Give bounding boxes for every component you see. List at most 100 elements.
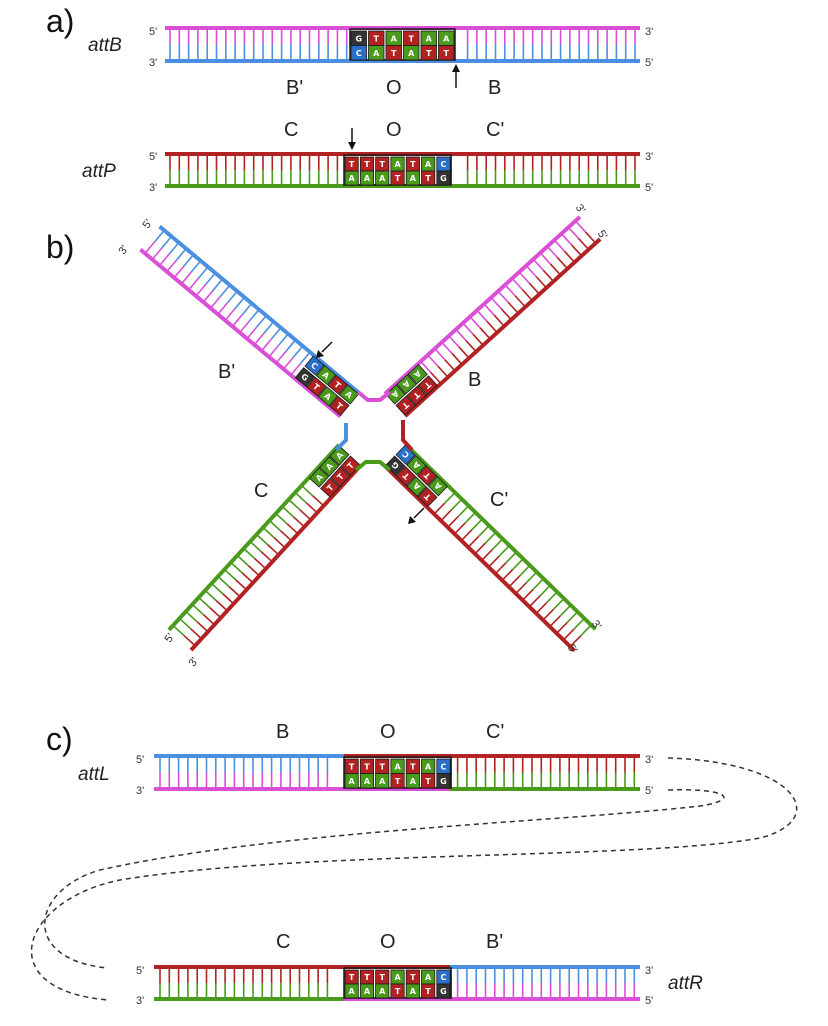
base-pair-rung [292,516,305,528]
base-letter: T [409,34,415,43]
panel-b-label: b) [46,229,74,265]
base-pair-rung [217,575,230,588]
base-pair-rung [222,593,235,605]
base-pair-rung [577,237,590,251]
panel-c-label: c) [46,721,73,757]
base-pair-rung [458,346,470,359]
base-pair-rung [205,272,216,285]
base-pair-rung [500,308,512,321]
base-pair-rung [144,241,156,254]
base-cell [405,773,420,789]
base-pair-rung [501,568,514,581]
base-pair-rung [204,589,217,602]
base-pair-rung [528,282,540,295]
base-pair-rung [188,277,199,291]
attP-region-O: O [386,119,402,141]
base-pair-rung [241,572,254,584]
base-pair-rung [243,547,256,560]
base-letter: A [410,174,417,183]
base-pair-rung [210,296,221,309]
base-pair-rung [290,363,302,376]
base-letter: T [349,160,355,169]
base-pair-rung [549,263,562,276]
base-pair-rung [505,551,517,564]
base-pair-rung [450,498,463,511]
base-cell: A [329,445,350,466]
attP-region-C: C [284,119,298,141]
base-pair-rung [249,540,262,553]
base-pair-rung [161,235,173,249]
attR-region-Bprime: B' [486,931,503,953]
base-letter: A [364,777,371,786]
base-letter: T [349,973,355,982]
base-cell [368,45,385,61]
base-pair-rung [479,327,491,340]
attP-bottom-left-end: 3' [149,182,157,194]
base-cell [421,983,436,999]
base-pair-rung [279,530,293,542]
base-letter: C [356,49,362,58]
base-pair-rung [511,277,523,291]
base-cell [405,170,420,186]
base-pair-rung [508,575,521,588]
base-cell: A [407,364,428,385]
base-cell: A [338,384,360,405]
base-letter: A [364,174,371,183]
attB-region-B: B [488,77,501,99]
base-letter: T [374,34,380,43]
base-pair-rung [180,271,192,285]
hj-tl-outer-end: 5' [140,217,155,231]
base-letter: T [380,762,386,771]
hj-tr-outer-end: 3' [573,202,588,216]
base-pair-rung [448,335,460,348]
base-pair-rung [301,484,314,497]
base-pair-rung [467,535,480,548]
base-pair-rung [532,578,545,590]
base-letter: T [334,401,344,412]
base-pair-rung [504,284,516,297]
base-pair-rung [292,345,304,359]
base-pair-rung [566,611,579,624]
attB-top-right-end: 3' [645,26,653,38]
strand [167,443,341,632]
base-pair-rung [256,533,269,546]
base-cell [438,45,455,61]
base-letter: T [346,460,357,471]
attR-top-right-end: 3' [645,965,653,977]
base-letter: A [349,174,356,183]
attR-bottom-left-end: 3' [136,995,144,1007]
base-cell: T [327,374,348,395]
hj-tl-inner-end: 3' [116,243,131,257]
base-cell [344,170,359,186]
base-pair-rung [563,250,576,263]
base-cell: A [427,476,448,497]
attP-bottom-right-end: 5' [645,182,653,194]
attR-top-left-end: 5' [136,965,144,977]
base-pair-rung [239,320,251,334]
base-cell [375,773,390,789]
inner-dashed-loop [44,789,725,969]
attL-label: attL [78,764,110,785]
base-letter: T [425,174,431,183]
base-pair-rung [197,266,209,279]
base-letter: A [349,777,356,786]
base-pair-rung [223,568,237,581]
base-pair-rung [542,608,555,621]
base-pair-rung [215,600,228,612]
base-letter: T [411,390,421,401]
base-pair-rung [281,505,294,518]
base-pair-rung [528,595,541,608]
base-cell: A [309,467,330,488]
base-pair-rung [481,549,493,561]
left-connector [334,423,348,452]
attB-cut-arrow [452,64,460,88]
base-pair-rung [212,278,224,292]
base-cell: T [340,455,361,476]
base-letter: A [411,459,422,470]
hj-region-C: C [254,480,268,502]
base-pair-rung [525,265,537,278]
